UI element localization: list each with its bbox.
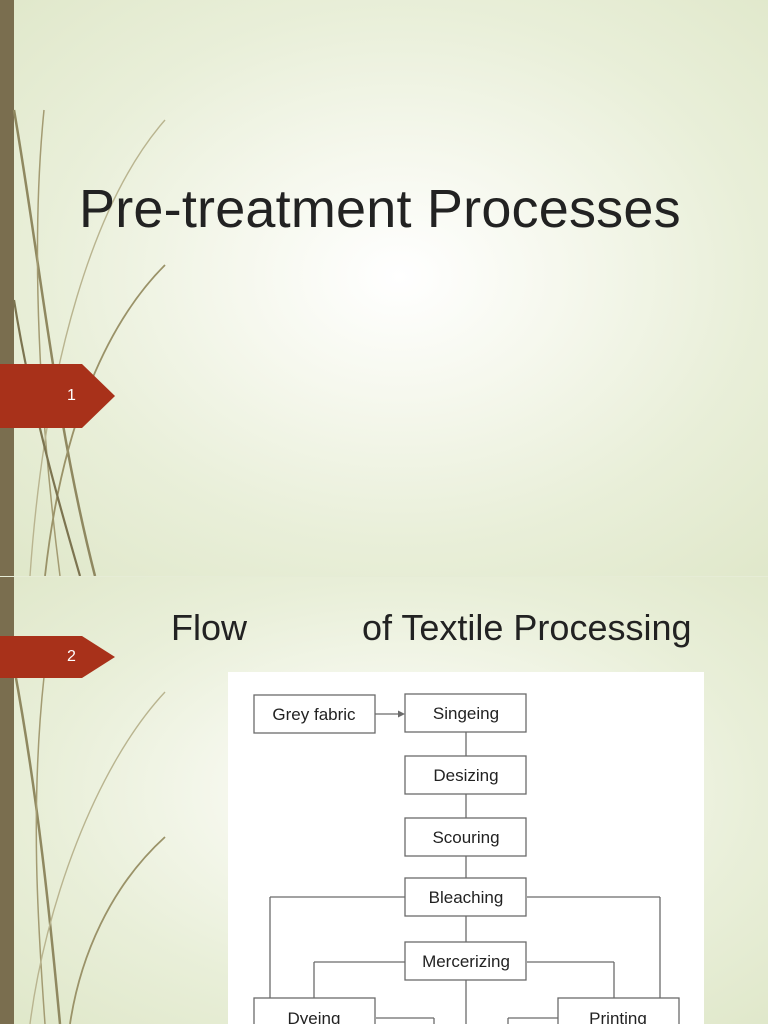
left-accent-bar	[0, 0, 14, 576]
flow-box-desizing: Desizing	[404, 755, 527, 795]
svg-text:Singeing: Singeing	[433, 704, 499, 723]
svg-text:Scouring: Scouring	[432, 828, 499, 847]
flowchart-diagram: Grey fabric Singeing Desizing Scouring B…	[253, 693, 680, 1024]
svg-text:Mercerizing: Mercerizing	[422, 952, 510, 971]
flowchart-image: Grey fabric Singeing Desizing Scouring B…	[228, 672, 704, 1024]
svg-text:Printing: Printing	[589, 1009, 647, 1024]
grass-decoration	[12, 109, 166, 576]
flow-box-printing: Printing	[557, 997, 680, 1024]
svg-text:Dyeing: Dyeing	[288, 1009, 341, 1024]
left-accent-bar	[0, 577, 14, 1024]
svg-text:Grey fabric: Grey fabric	[272, 705, 356, 724]
grass-decoration	[12, 666, 166, 1024]
slide-number: 2	[67, 648, 76, 665]
flow-box-grey-fabric: Grey fabric	[253, 694, 376, 734]
slide-title: Pre-treatment Processes	[79, 179, 681, 239]
slide-title-part-2: of Textile Processing	[362, 607, 692, 648]
svg-text:Desizing: Desizing	[433, 766, 498, 785]
slide-2: 2 Flow of Textile Processing	[0, 577, 768, 1024]
flow-box-singeing: Singeing	[404, 693, 527, 733]
slide-title-part-1: Flow	[171, 607, 248, 648]
svg-text:Bleaching: Bleaching	[429, 888, 504, 907]
slide-1: 1 Pre-treatment Processes	[0, 0, 768, 576]
flow-box-dyeing: Dyeing	[253, 997, 376, 1024]
flow-box-bleaching: Bleaching	[404, 877, 527, 917]
flow-box-mercerizing: Mercerizing	[404, 941, 527, 981]
slide-number: 1	[67, 387, 76, 404]
flow-box-scouring: Scouring	[404, 817, 527, 857]
